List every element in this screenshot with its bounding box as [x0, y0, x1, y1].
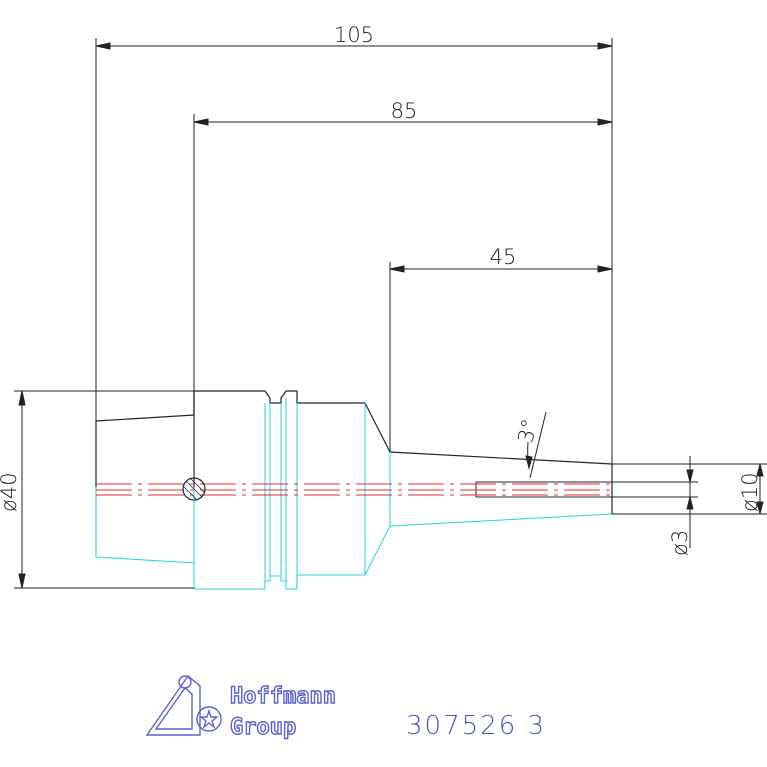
- center-mark-icon: [182, 477, 206, 501]
- dimension-diameter-40: [14, 390, 265, 589]
- logo-line-1: Hoffmann: [230, 684, 336, 709]
- dimension-diameter-40-label: ø40: [0, 472, 21, 512]
- hoffmann-group-logo: Hoffmann Group: [145, 674, 337, 741]
- dimension-105-label: 105: [334, 23, 374, 47]
- tool-holder-upper-outline: [95, 390, 613, 514]
- dimension-45: [389, 262, 613, 452]
- dimension-diameter-3-label: ø3: [668, 530, 692, 556]
- logo-line-2: Group: [230, 715, 296, 740]
- dimension-85: [193, 114, 613, 487]
- logo-mark-icon: [145, 674, 222, 736]
- centerline: [96, 483, 612, 496]
- dimension-45-label: 45: [490, 245, 517, 269]
- dimension-angle-label: 3°: [513, 417, 541, 445]
- part-number: 307526 3: [406, 711, 546, 741]
- dimension-105: [95, 38, 613, 487]
- dimension-diameter-3: [612, 456, 698, 548]
- dimension-diameter-10-label: ø10: [738, 472, 762, 512]
- dimension-85-label: 85: [391, 99, 418, 123]
